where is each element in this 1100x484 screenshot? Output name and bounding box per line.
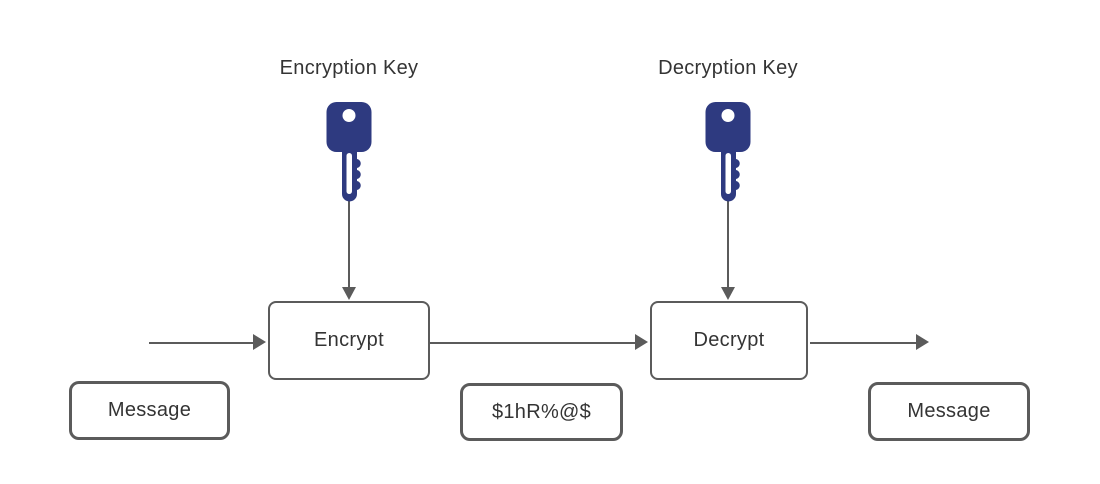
arrow-input-to-encrypt (149, 342, 253, 344)
arrow-encryption-key-to-encrypt (348, 198, 350, 288)
arrowhead-down-icon (721, 287, 735, 300)
message-input-box: Message (69, 381, 230, 440)
arrowhead-down-icon (342, 287, 356, 300)
decryption-key-label: Decryption Key (658, 57, 798, 79)
message-output-label: Message (907, 400, 991, 422)
arrowhead-right-icon (253, 334, 266, 350)
encryption-key-label: Encryption Key (279, 57, 419, 79)
decryption-key-icon (704, 102, 752, 202)
arrow-decryption-key-to-decrypt (727, 198, 729, 288)
encryption-key-icon (325, 102, 373, 202)
ciphertext-box: $1hR%@$ (460, 383, 623, 441)
arrow-decrypt-to-output (810, 342, 916, 344)
arrowhead-right-icon (635, 334, 648, 350)
encrypt-box: Encrypt (268, 301, 430, 380)
key-icon (705, 102, 751, 202)
message-input-label: Message (107, 399, 192, 421)
decrypt-box-label: Decrypt (693, 329, 765, 351)
key-icon (326, 102, 372, 202)
arrow-encrypt-to-decrypt (430, 342, 635, 344)
arrowhead-right-icon (916, 334, 929, 350)
encrypt-box-label: Encrypt (314, 329, 384, 351)
message-output-box: Message (868, 382, 1030, 441)
ciphertext-label: $1hR%@$ (491, 400, 592, 423)
decrypt-box: Decrypt (650, 301, 808, 380)
